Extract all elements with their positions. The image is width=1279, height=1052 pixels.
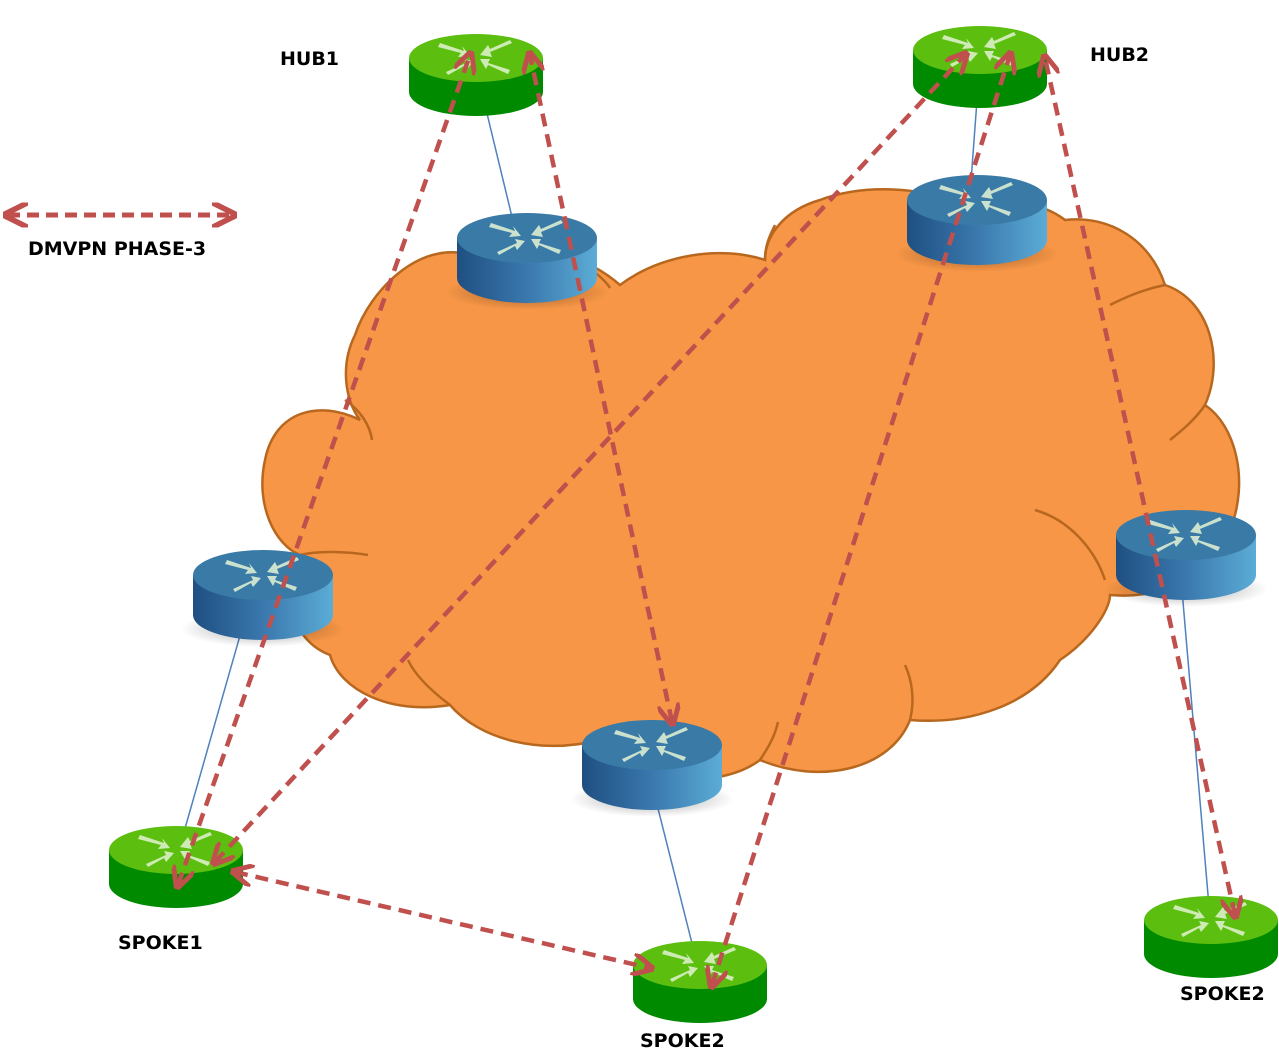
spoke1-router-icon[interactable] — [109, 826, 243, 908]
hub1-router-icon[interactable] — [409, 34, 543, 116]
legend-label: DMVPN PHASE-3 — [28, 238, 207, 260]
spoke1-label: SPOKE1 — [118, 932, 203, 954]
dmvpn-tunnels — [178, 55, 1235, 985]
isp_hub2-router-icon[interactable] — [895, 175, 1059, 272]
hub2-label: HUB2 — [1090, 44, 1150, 66]
isp_hub1-router-icon[interactable] — [445, 213, 609, 310]
tunnel-spoke2a-hub2 — [712, 55, 1010, 985]
isp_spoke2a-router-icon[interactable] — [570, 720, 734, 817]
hub2-router-icon[interactable] — [913, 26, 1047, 108]
tunnel-spoke1-spoke2a — [235, 872, 650, 968]
isp_spoke2b-router-icon[interactable] — [1104, 510, 1268, 607]
spoke2a-router-icon[interactable] — [633, 941, 767, 1023]
spoke2-right-label: SPOKE2 — [1180, 983, 1265, 1005]
spoke2b-router-icon[interactable] — [1144, 896, 1278, 978]
tunnel-spoke1-hub2 — [215, 55, 965, 862]
isp_spoke1-router-icon[interactable] — [181, 550, 345, 647]
spoke2-label: SPOKE2 — [640, 1030, 725, 1052]
hub1-label: HUB1 — [280, 48, 340, 70]
